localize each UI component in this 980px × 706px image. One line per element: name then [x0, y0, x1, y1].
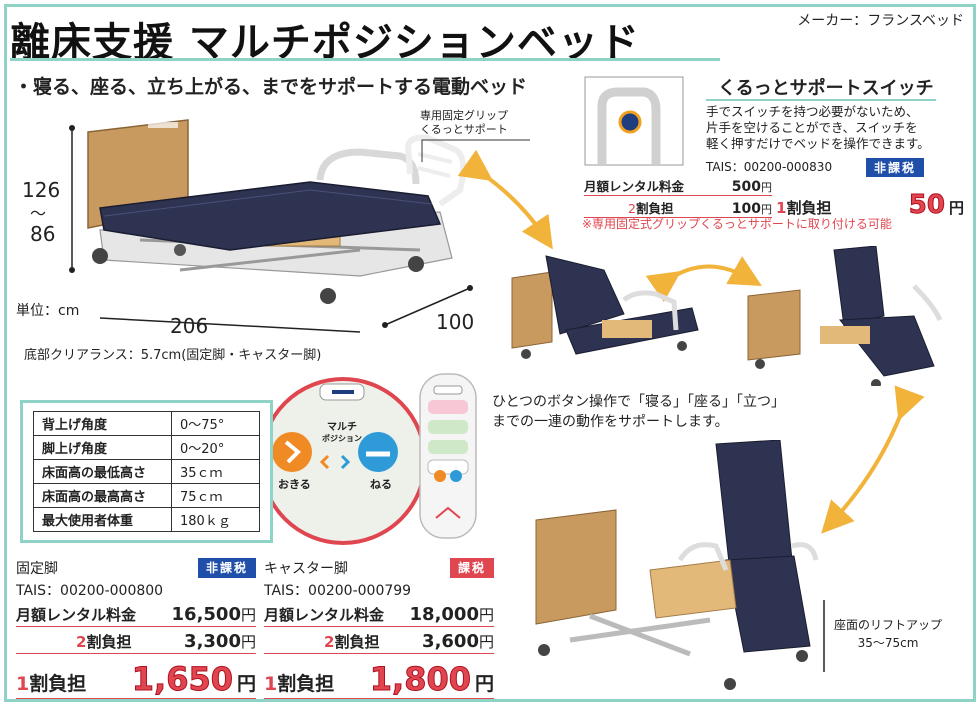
- grip-callout: 専用固定グリップ くるっとサポート: [420, 109, 508, 136]
- caster-tais: TAIS：00200-000799: [264, 583, 412, 599]
- side-rail: [316, 148, 420, 185]
- remote-closeup: [259, 377, 427, 545]
- getup-button-icon: [272, 432, 312, 472]
- left-chevron-icon: [319, 454, 330, 470]
- lift-text: 座面のリフトアップ 35～75cm: [834, 618, 943, 650]
- lift-back: [715, 440, 793, 573]
- fixed-tais: TAIS：00200-000800: [16, 583, 164, 599]
- width-value: 100: [436, 310, 475, 334]
- fixed-leg-price-block: 固定脚 非課税 TAIS：00200-000800 月額レンタル料金 16,50…: [16, 558, 256, 699]
- mattress: [99, 181, 442, 251]
- remote-lie-label: ねる: [370, 478, 392, 491]
- switch-tais: TAIS：00200-000830: [706, 160, 833, 174]
- switch-title: くるっとサポートスイッチ: [718, 78, 934, 99]
- switch-tax-badge: 非課税: [866, 158, 925, 177]
- switch-description: 手でスイッチを持つ必要がないため、 片手を空けることができ、スイッチを 軽く押す…: [706, 104, 930, 151]
- caster-leg-price-block: キャスター脚 課税 TAIS：00200-000799 月額レンタル料金 18,…: [264, 558, 494, 699]
- caster-tax-badge: 課税: [449, 558, 494, 578]
- width-dim-line: [384, 287, 471, 326]
- unit-label: 単位：cm: [16, 303, 80, 319]
- fixed-leg-name: 固定脚: [16, 561, 58, 577]
- height-max: 126: [22, 178, 61, 202]
- length-value: 206: [170, 314, 209, 338]
- length-dim-line: [99, 317, 361, 333]
- height-min: 86: [30, 222, 56, 246]
- maker-label: メーカー：フランスベッド: [797, 13, 964, 29]
- switch-monthly-row: 月額レンタル料金 500 円 2 割負担 100 円: [584, 176, 772, 218]
- height-tilde: ～: [30, 204, 47, 223]
- right-chevron-icon: [340, 454, 351, 470]
- sit-back: [833, 246, 885, 327]
- switch-button-icon: [618, 110, 642, 134]
- caster-leg-name: キャスター脚: [264, 561, 348, 577]
- remote-multi-label: マルチ ポジション: [322, 422, 362, 443]
- recline-back: [545, 255, 625, 335]
- lift-bed-illustration: [535, 440, 819, 690]
- grip-callout-line: [421, 139, 530, 162]
- recline-bed-illustration: [511, 255, 699, 359]
- switch-photo: [584, 76, 684, 166]
- remote-full: [419, 373, 477, 539]
- switch-note: ※専用固定式グリップくるっとサポートに取り付ける可能: [582, 217, 892, 231]
- remote-getup-label: おきる: [278, 478, 311, 491]
- page-frame: [4, 4, 976, 702]
- bed-illustration: [69, 119, 473, 333]
- sit-bed-illustration: [747, 246, 943, 386]
- lead-text: ・寝る、座る、立ち上がる、までをサポートする電動ベッド: [14, 76, 528, 98]
- title-underline: [10, 58, 720, 61]
- switch-one-share-row: 1 割負担 50 円: [776, 190, 964, 221]
- switch-title-underline: [706, 99, 936, 101]
- flow-text: ひとつのボタン操作で「寝る」「座る」「立つ」 までの一連の動作をサポートします。: [492, 394, 786, 430]
- fixed-tax-badge: 非課税: [197, 558, 256, 578]
- clearance-text: 底部クリアランス：5.7cm(固定脚・キャスター脚): [24, 348, 322, 363]
